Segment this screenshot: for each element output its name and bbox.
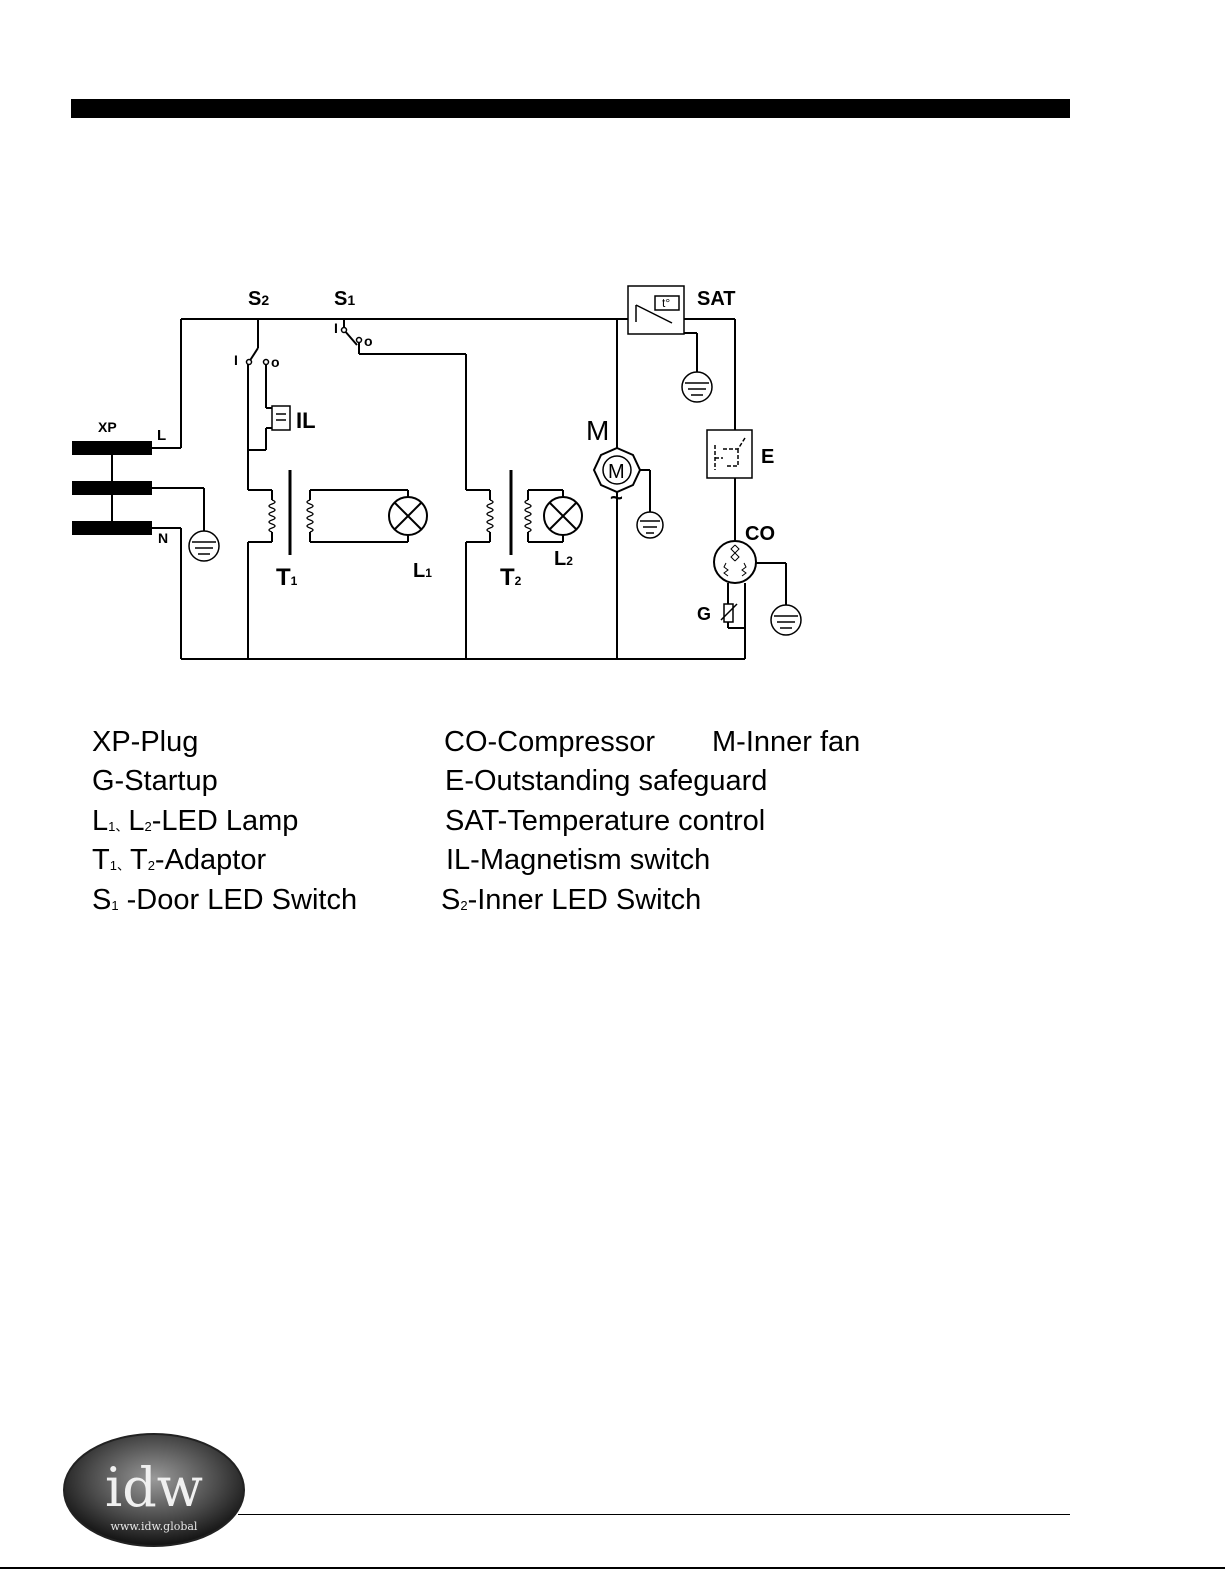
legend-xp: XP-Plug [92,725,198,759]
idw-logo: idw www.idw.global [62,1432,246,1548]
legend-l: L1、L2-LED Lamp [92,804,298,843]
legend-s2: S2-Inner LED Switch [441,883,701,922]
legend-m: M-Inner fan [712,725,860,759]
legend-s1: S1 -Door LED Switch [92,883,357,922]
legend-co: CO-Compressor [444,725,655,759]
page-bottom-rule [0,1567,1225,1569]
legend: XP-Plug G-Startup L1、L2-LED Lamp T1、T2-A… [0,0,1225,960]
legend-g: G-Startup [92,764,218,798]
logo-url: www.idw.global [111,1520,198,1533]
legend-e: E-Outstanding safeguard [445,764,767,798]
footer-divider [238,1514,1070,1515]
legend-t: T1、T2-Adaptor [92,843,266,882]
legend-il: IL-Magnetism switch [446,843,710,877]
legend-sat: SAT-Temperature control [445,804,765,838]
logo-text: idw [105,1456,203,1519]
